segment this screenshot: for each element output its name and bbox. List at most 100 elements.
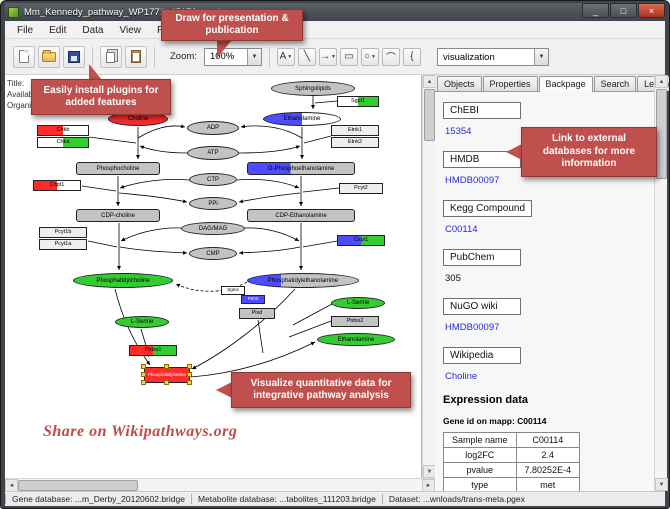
node-ptdss1[interactable]: Ptdss1 bbox=[129, 345, 177, 356]
node-sgpl1[interactable]: Sgpl1 bbox=[337, 96, 379, 107]
toolbar-separator bbox=[268, 46, 270, 67]
new-file-button[interactable] bbox=[13, 45, 35, 68]
menu-edit[interactable]: Edit bbox=[49, 24, 67, 36]
node-ethanolamine-top[interactable]: Ethanolamine bbox=[263, 112, 341, 126]
info-title-label: Title: bbox=[7, 79, 25, 88]
brace-tool-button[interactable]: { bbox=[402, 47, 421, 66]
panel-vertical-scrollbar[interactable]: ▲ ▼ bbox=[654, 75, 668, 491]
node-adp[interactable]: ADP bbox=[187, 121, 239, 135]
selection-handle[interactable] bbox=[141, 372, 146, 377]
backpage-header-chebi: ChEBI bbox=[443, 102, 521, 119]
share-wikipathways-text: Share on Wikipathways.org bbox=[43, 423, 238, 440]
node-cmp[interactable]: CMP bbox=[189, 247, 237, 260]
callout-visualize-data: Visualize quantitative data for integrat… bbox=[231, 372, 411, 408]
node-pcyt1b[interactable]: Pcyt1b bbox=[39, 227, 87, 238]
table-row: pvalue 7.80252E-4 bbox=[443, 462, 581, 478]
info-organism-label: Organis bbox=[7, 101, 36, 110]
selection-handle[interactable] bbox=[164, 380, 169, 385]
selection-handle[interactable] bbox=[187, 364, 192, 369]
node-phosphocholine[interactable]: Phosphocholine bbox=[76, 162, 160, 175]
arc-tool-button[interactable]: ⌒ bbox=[381, 47, 400, 66]
save-button[interactable] bbox=[63, 45, 85, 68]
backpage-header-kegg: Kegg Compound bbox=[443, 200, 533, 217]
node-ppi[interactable]: PPi bbox=[189, 197, 237, 210]
node-pcyt2[interactable]: Pcyt2 bbox=[339, 183, 383, 194]
selection-handle[interactable] bbox=[187, 372, 192, 377]
canvas-vertical-scrollbar[interactable]: ▲ ▼ bbox=[422, 75, 436, 478]
node-cept1[interactable]: Cept1 bbox=[337, 235, 385, 246]
node-phosphatidylethanolamine[interactable]: Phosphatidylethanolamine bbox=[247, 273, 359, 288]
toolbar-separator bbox=[154, 46, 155, 67]
visualization-combobox[interactable]: visualization ▼ bbox=[437, 48, 549, 66]
node-pisd[interactable]: Pisd bbox=[239, 308, 275, 319]
close-button[interactable]: × bbox=[638, 3, 665, 18]
zoom-combobox[interactable]: 100% ▼ bbox=[203, 47, 262, 66]
backpage-link-nugo[interactable]: HMDB00097 bbox=[445, 322, 500, 333]
copy-button[interactable] bbox=[100, 45, 122, 68]
tab-backpage[interactable]: Backpage bbox=[538, 76, 593, 92]
horizontal-scroll-thumb[interactable] bbox=[18, 480, 138, 491]
node-atp[interactable]: ATP bbox=[187, 146, 239, 160]
toolbar: Zoom: 100% ▼ A▼ ╲ →▼ ▭ ○▼ ⌒ { visualizat… bbox=[5, 39, 665, 75]
node-l-serine-left[interactable]: L-Serine bbox=[115, 316, 169, 328]
selection-handle[interactable] bbox=[164, 364, 169, 369]
backpage-link-wikipedia[interactable]: Choline bbox=[445, 371, 478, 382]
open-folder-icon bbox=[42, 49, 56, 62]
label-tool-button[interactable]: A▼ bbox=[276, 47, 295, 66]
node-etnk1[interactable]: Etnk1 bbox=[331, 125, 379, 136]
scroll-down-arrow[interactable]: ▼ bbox=[655, 478, 668, 491]
node-chkb[interactable]: Chkb bbox=[37, 125, 89, 136]
menu-data[interactable]: Data bbox=[82, 24, 104, 36]
backpage-link-kegg[interactable]: C00114 bbox=[445, 224, 478, 235]
line-tool-button[interactable]: ╲ bbox=[297, 47, 316, 66]
node-o-phosphoethanolamine[interactable]: O-Phosphoethanolamine bbox=[247, 162, 355, 175]
node-sgms[interactable]: Sgms bbox=[221, 286, 245, 295]
canvas-horizontal-scrollbar[interactable]: ◄ ► bbox=[5, 478, 435, 492]
node-dag-mag[interactable]: DAG/MAG bbox=[181, 222, 245, 235]
node-pemt[interactable]: Pemt bbox=[241, 295, 265, 304]
info-available-label: Availab bbox=[7, 90, 34, 99]
menu-file[interactable]: File bbox=[17, 24, 34, 36]
table-row: log2FC 2.4 bbox=[443, 447, 581, 463]
tab-properties[interactable]: Properties bbox=[482, 76, 538, 91]
arrow-tool-button[interactable]: →▼ bbox=[318, 47, 337, 66]
vertical-scroll-thumb[interactable] bbox=[424, 89, 435, 141]
backpage-header-nugo: NuGO wiki bbox=[443, 298, 521, 315]
node-chpt1[interactable]: Chpt1 bbox=[33, 180, 81, 191]
node-sphingolipids[interactable]: Sphingolipids bbox=[271, 81, 355, 96]
node-ptdss2[interactable]: Ptdss2 bbox=[331, 316, 379, 327]
tab-objects[interactable]: Objects bbox=[437, 76, 482, 91]
backpage-link-hmdb[interactable]: HMDB00097 bbox=[445, 175, 500, 186]
callout-external-databases: Link to external databases for more info… bbox=[521, 127, 657, 177]
node-cdp-ethanolamine[interactable]: CDP-Ethanolamine bbox=[247, 209, 355, 222]
node-ctp[interactable]: CTP bbox=[189, 173, 237, 186]
node-pcyt1a[interactable]: Pcyt1a bbox=[39, 239, 87, 250]
selection-handle[interactable] bbox=[141, 380, 146, 385]
callout-tail bbox=[216, 382, 232, 398]
node-l-serine-right[interactable]: L-Serine bbox=[331, 297, 385, 309]
expression-data-title: Expression data bbox=[443, 394, 528, 406]
minimize-button[interactable]: _ bbox=[582, 3, 609, 18]
maximize-button[interactable]: □ bbox=[610, 3, 637, 18]
new-file-icon bbox=[19, 50, 29, 63]
selection-handle[interactable] bbox=[187, 380, 192, 385]
scroll-up-arrow[interactable]: ▲ bbox=[655, 75, 668, 88]
menu-view[interactable]: View bbox=[119, 24, 141, 36]
paste-button[interactable] bbox=[125, 45, 147, 68]
open-button[interactable] bbox=[38, 45, 60, 68]
node-ethanolamine-bottom[interactable]: Ethanolamine bbox=[317, 333, 395, 346]
chevron-down-icon[interactable]: ▼ bbox=[246, 48, 261, 65]
vertical-scroll-thumb[interactable] bbox=[656, 89, 667, 179]
chevron-down-icon[interactable]: ▼ bbox=[534, 49, 548, 65]
node-chka[interactable]: Chka bbox=[37, 137, 89, 148]
save-disk-icon bbox=[68, 50, 80, 63]
node-etnk2[interactable]: Etnk2 bbox=[331, 137, 379, 148]
tab-search[interactable]: Search bbox=[593, 76, 637, 91]
backpage-link-chebi[interactable]: 15354 bbox=[445, 126, 472, 137]
status-bar: Gene database: ...m_Derby_20120602.bridg… bbox=[5, 491, 665, 506]
selection-handle[interactable] bbox=[141, 364, 146, 369]
oval-tool-button[interactable]: ○▼ bbox=[360, 47, 379, 66]
node-cdp-choline[interactable]: CDP-choline bbox=[76, 209, 160, 222]
node-phosphatidylcholine[interactable]: Phosphatidylcholine bbox=[73, 273, 173, 288]
rectangle-tool-button[interactable]: ▭ bbox=[339, 47, 358, 66]
